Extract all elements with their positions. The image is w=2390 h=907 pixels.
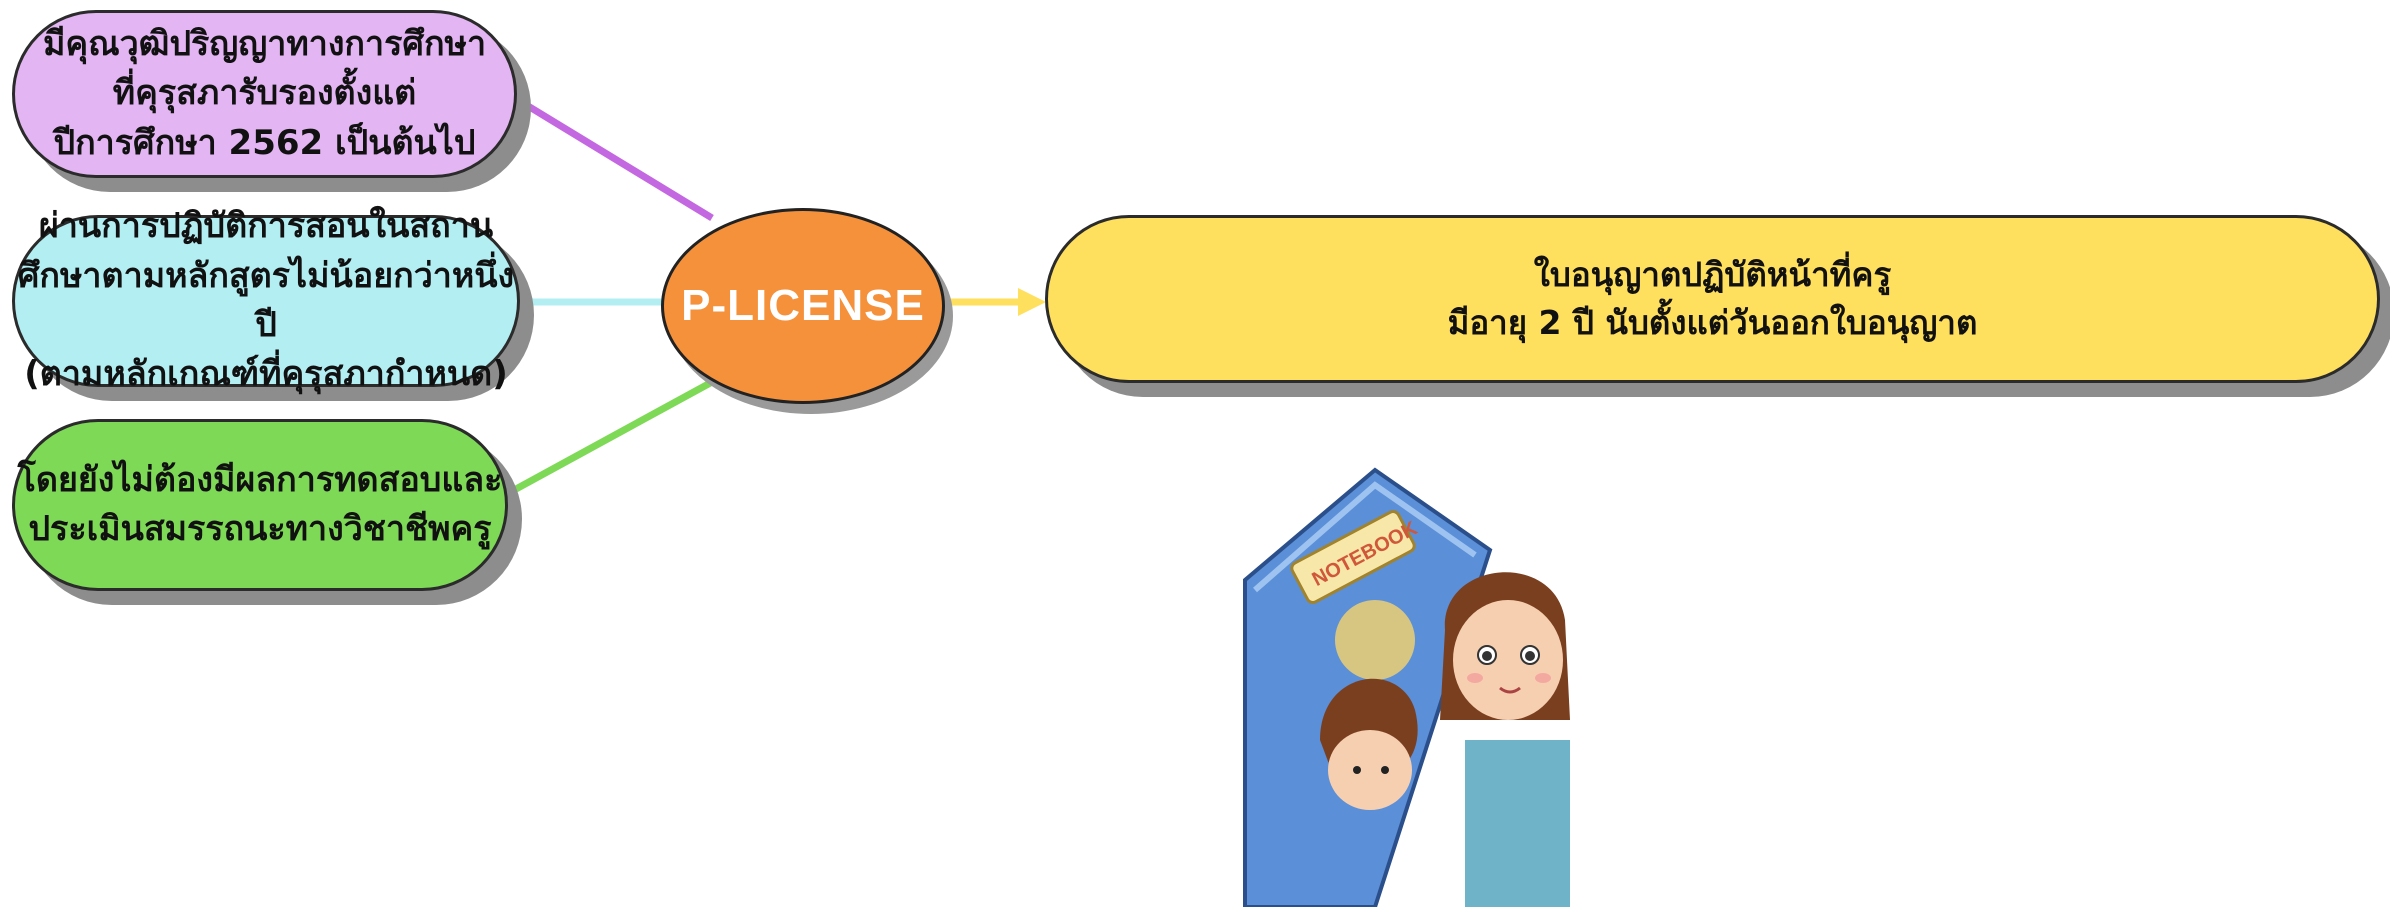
connector-line-1	[503, 89, 714, 221]
criterion-3-line-1: โดยยังไม่ต้องมีผลการทดสอบและ	[17, 459, 503, 500]
child-boy-icon	[1440, 572, 1570, 907]
child-girl-icon	[1320, 678, 1418, 810]
p-license-label: P-LICENSE	[681, 281, 925, 330]
criterion-box-no-test: โดยยังไม่ต้องมีผลการทดสอบและ ประเมินสมรร…	[12, 419, 508, 591]
criterion-2-line-1: ผ่านการปฏิบัติการสอนในสถาน	[38, 206, 494, 247]
arrow-head	[1018, 288, 1046, 316]
criterion-1-line-1: มีคุณวุฒิปริญญาทางการศึกษา	[42, 24, 487, 65]
result-line-1: ใบอนุญาตปฏิบัติหน้าที่ครู	[1533, 255, 1892, 295]
result-box-license: ใบอนุญาตปฏิบัติหน้าที่ครู มีอายุ 2 ปี นั…	[1045, 215, 2380, 383]
connector-line-3	[503, 378, 714, 499]
criterion-1-line-3: ปีการศึกษา 2562 เป็นต้นไป	[53, 122, 476, 163]
criterion-box-teaching-practice: ผ่านการปฏิบัติการสอนในสถาน ศึกษาตามหลักส…	[12, 206, 520, 394]
p-license-circle: P-LICENSE	[661, 208, 945, 404]
criterion-box-degree: มีคุณวุฒิปริญญาทางการศึกษา ที่คุรุสภารับ…	[12, 10, 517, 178]
criterion-2-line-2: ศึกษาตามหลักสูตรไม่น้อยกว่าหนึ่งปี	[17, 255, 515, 345]
criterion-3-line-2: ประเมินสมรรถนะทางวิชาชีพครู	[28, 509, 492, 549]
result-line-2: มีอายุ 2 ปี นับตั้งแต่วันออกใบอนุญาต	[1447, 303, 1978, 342]
notebook-kids-illustration: NOTEBOOK	[1243, 467, 1570, 907]
criterion-2-line-3: (ตามหลักเกณฑ์ที่คุรุสภากำหนด)	[24, 354, 508, 395]
criterion-1-line-2: ที่คุรุสภารับรองตั้งแต่	[112, 73, 417, 114]
